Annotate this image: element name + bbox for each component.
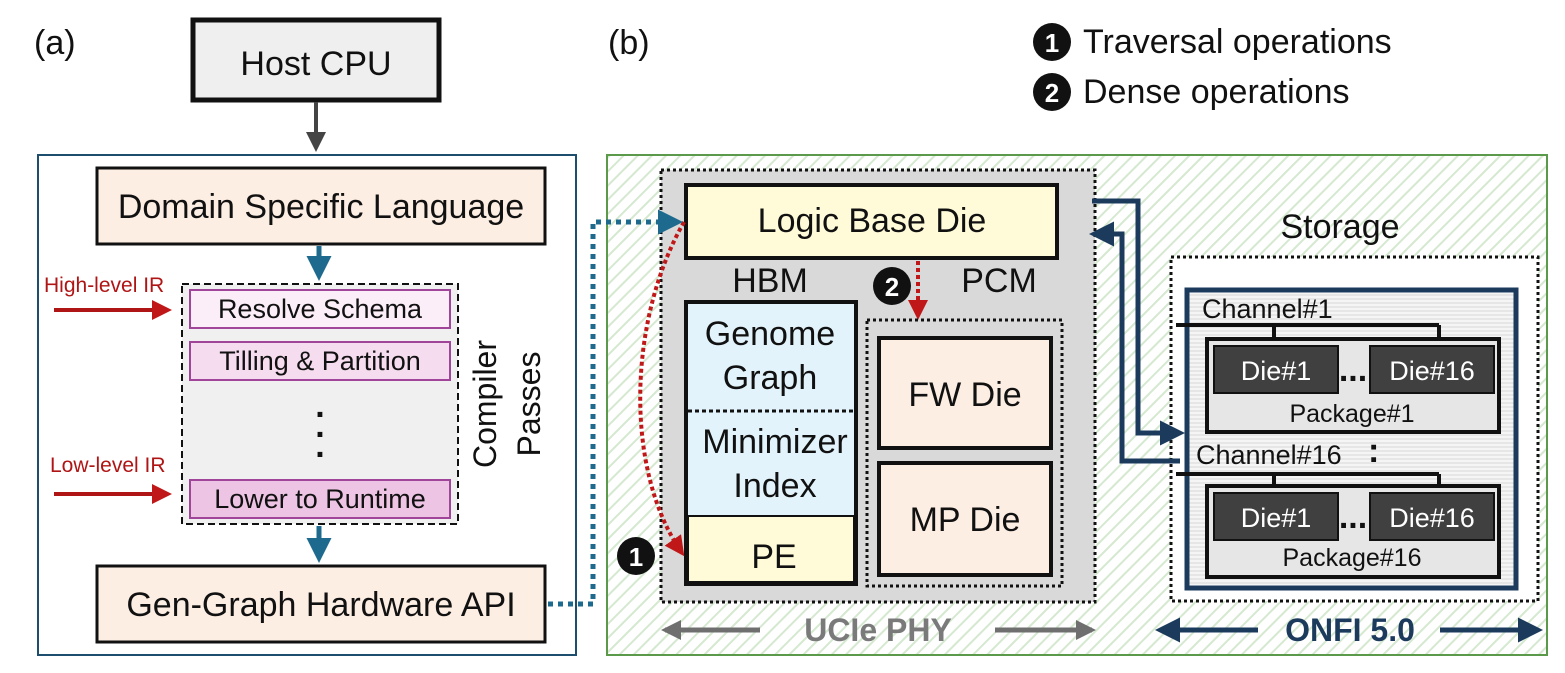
fw-die-label: FW Die [908, 376, 1021, 414]
hardware-api-box [95, 564, 547, 644]
logic-to-storage-link [1092, 198, 1185, 446]
pcm-label: PCM [961, 262, 1037, 300]
api-to-logic-die-link [548, 209, 683, 607]
package-16-die-16 [1369, 492, 1495, 541]
traversal-op-arrow [638, 221, 686, 557]
compiler-label: Compiler [467, 340, 503, 468]
channel-16-label: Channel#16 [1196, 440, 1342, 470]
host-cpu-box [190, 17, 442, 103]
legend-num-2: 2 [1045, 78, 1059, 108]
channel-1-label: Channel#1 [1202, 294, 1333, 324]
package-16-dots: ... [1339, 498, 1367, 536]
package-16-die-1-label: Die#1 [1241, 503, 1312, 533]
dsl-box [95, 166, 547, 246]
mp-die [877, 461, 1053, 577]
fw-die [877, 336, 1053, 450]
marker-1-num: 1 [629, 542, 643, 572]
package-1-die-16 [1369, 345, 1495, 394]
marker-2-num: 2 [885, 272, 899, 302]
ucie-label: UCIe PHY [804, 612, 952, 648]
panel-a-label: (a) [34, 24, 76, 62]
package-1-die-16-label: Die#16 [1389, 356, 1475, 386]
storage-label: Storage [1280, 208, 1399, 246]
passes-label: Passes [511, 352, 547, 457]
panel-b: (b) 1 Traversal operations 2 Dense opera… [548, 23, 1548, 656]
legend-dense: Dense operations [1083, 73, 1350, 111]
storage-to-logic-link [1089, 221, 1180, 464]
package-1-dots: ... [1339, 351, 1367, 389]
pass-lower-to-runtime [189, 479, 451, 519]
ellipsis-dot-2: . [315, 407, 324, 445]
channel-16-dots: : [1368, 432, 1379, 470]
pcm-region [865, 318, 1064, 588]
ellipsis-dot-3: . [315, 427, 324, 465]
marker-2 [873, 267, 911, 305]
pass-lower-to-runtime-label: Lower to Runtime [214, 484, 426, 514]
legend-num-1: 1 [1045, 28, 1059, 58]
ellipsis-dot-1: . [315, 387, 324, 425]
marker-1 [617, 537, 655, 575]
minimizer-label-1: Minimizer [702, 423, 847, 461]
package-1-die-1 [1213, 345, 1339, 394]
panel-b-label: (b) [608, 24, 650, 62]
mp-die-label: MP Die [910, 501, 1021, 539]
legend-traversal: Traversal operations [1083, 23, 1392, 61]
package-1-die-1-label: Die#1 [1241, 356, 1312, 386]
high-level-ir-label: High-level IR [44, 274, 164, 297]
host-cpu-label: Host CPU [240, 45, 391, 83]
pass-tilling-partition-label: Tilling & Partition [219, 346, 421, 376]
dsl-label: Domain Specific Language [118, 188, 524, 226]
hardware-api-label: Gen-Graph Hardware API [126, 586, 515, 624]
minimizer-label-2: Index [733, 467, 816, 505]
genome-graph-label-2: Graph [723, 359, 818, 397]
low-level-ir-label: Low-level IR [50, 454, 166, 477]
logic-base-die-label: Logic Base Die [758, 202, 987, 240]
package-16-die-1 [1213, 492, 1339, 541]
package-1-label: Package#1 [1289, 400, 1414, 428]
panel-a: (a) Host CPU Domain Specific Language Re… [34, 17, 577, 656]
pe-label: PE [751, 538, 796, 576]
onfi-label: ONFI 5.0 [1285, 612, 1415, 648]
logic-base-die [684, 183, 1059, 260]
legend-marker-2 [1033, 73, 1071, 111]
pass-resolve-schema-label: Resolve Schema [218, 294, 423, 324]
package-16-die-16-label: Die#16 [1389, 503, 1475, 533]
hbm-label: HBM [732, 262, 808, 300]
package-16-label: Package#16 [1282, 544, 1421, 572]
legend-marker-1 [1033, 23, 1071, 61]
pe-box [687, 515, 855, 583]
pass-resolve-schema [189, 289, 451, 329]
pass-tilling-partition [189, 341, 451, 381]
genome-graph-label-1: Genome [705, 315, 835, 353]
